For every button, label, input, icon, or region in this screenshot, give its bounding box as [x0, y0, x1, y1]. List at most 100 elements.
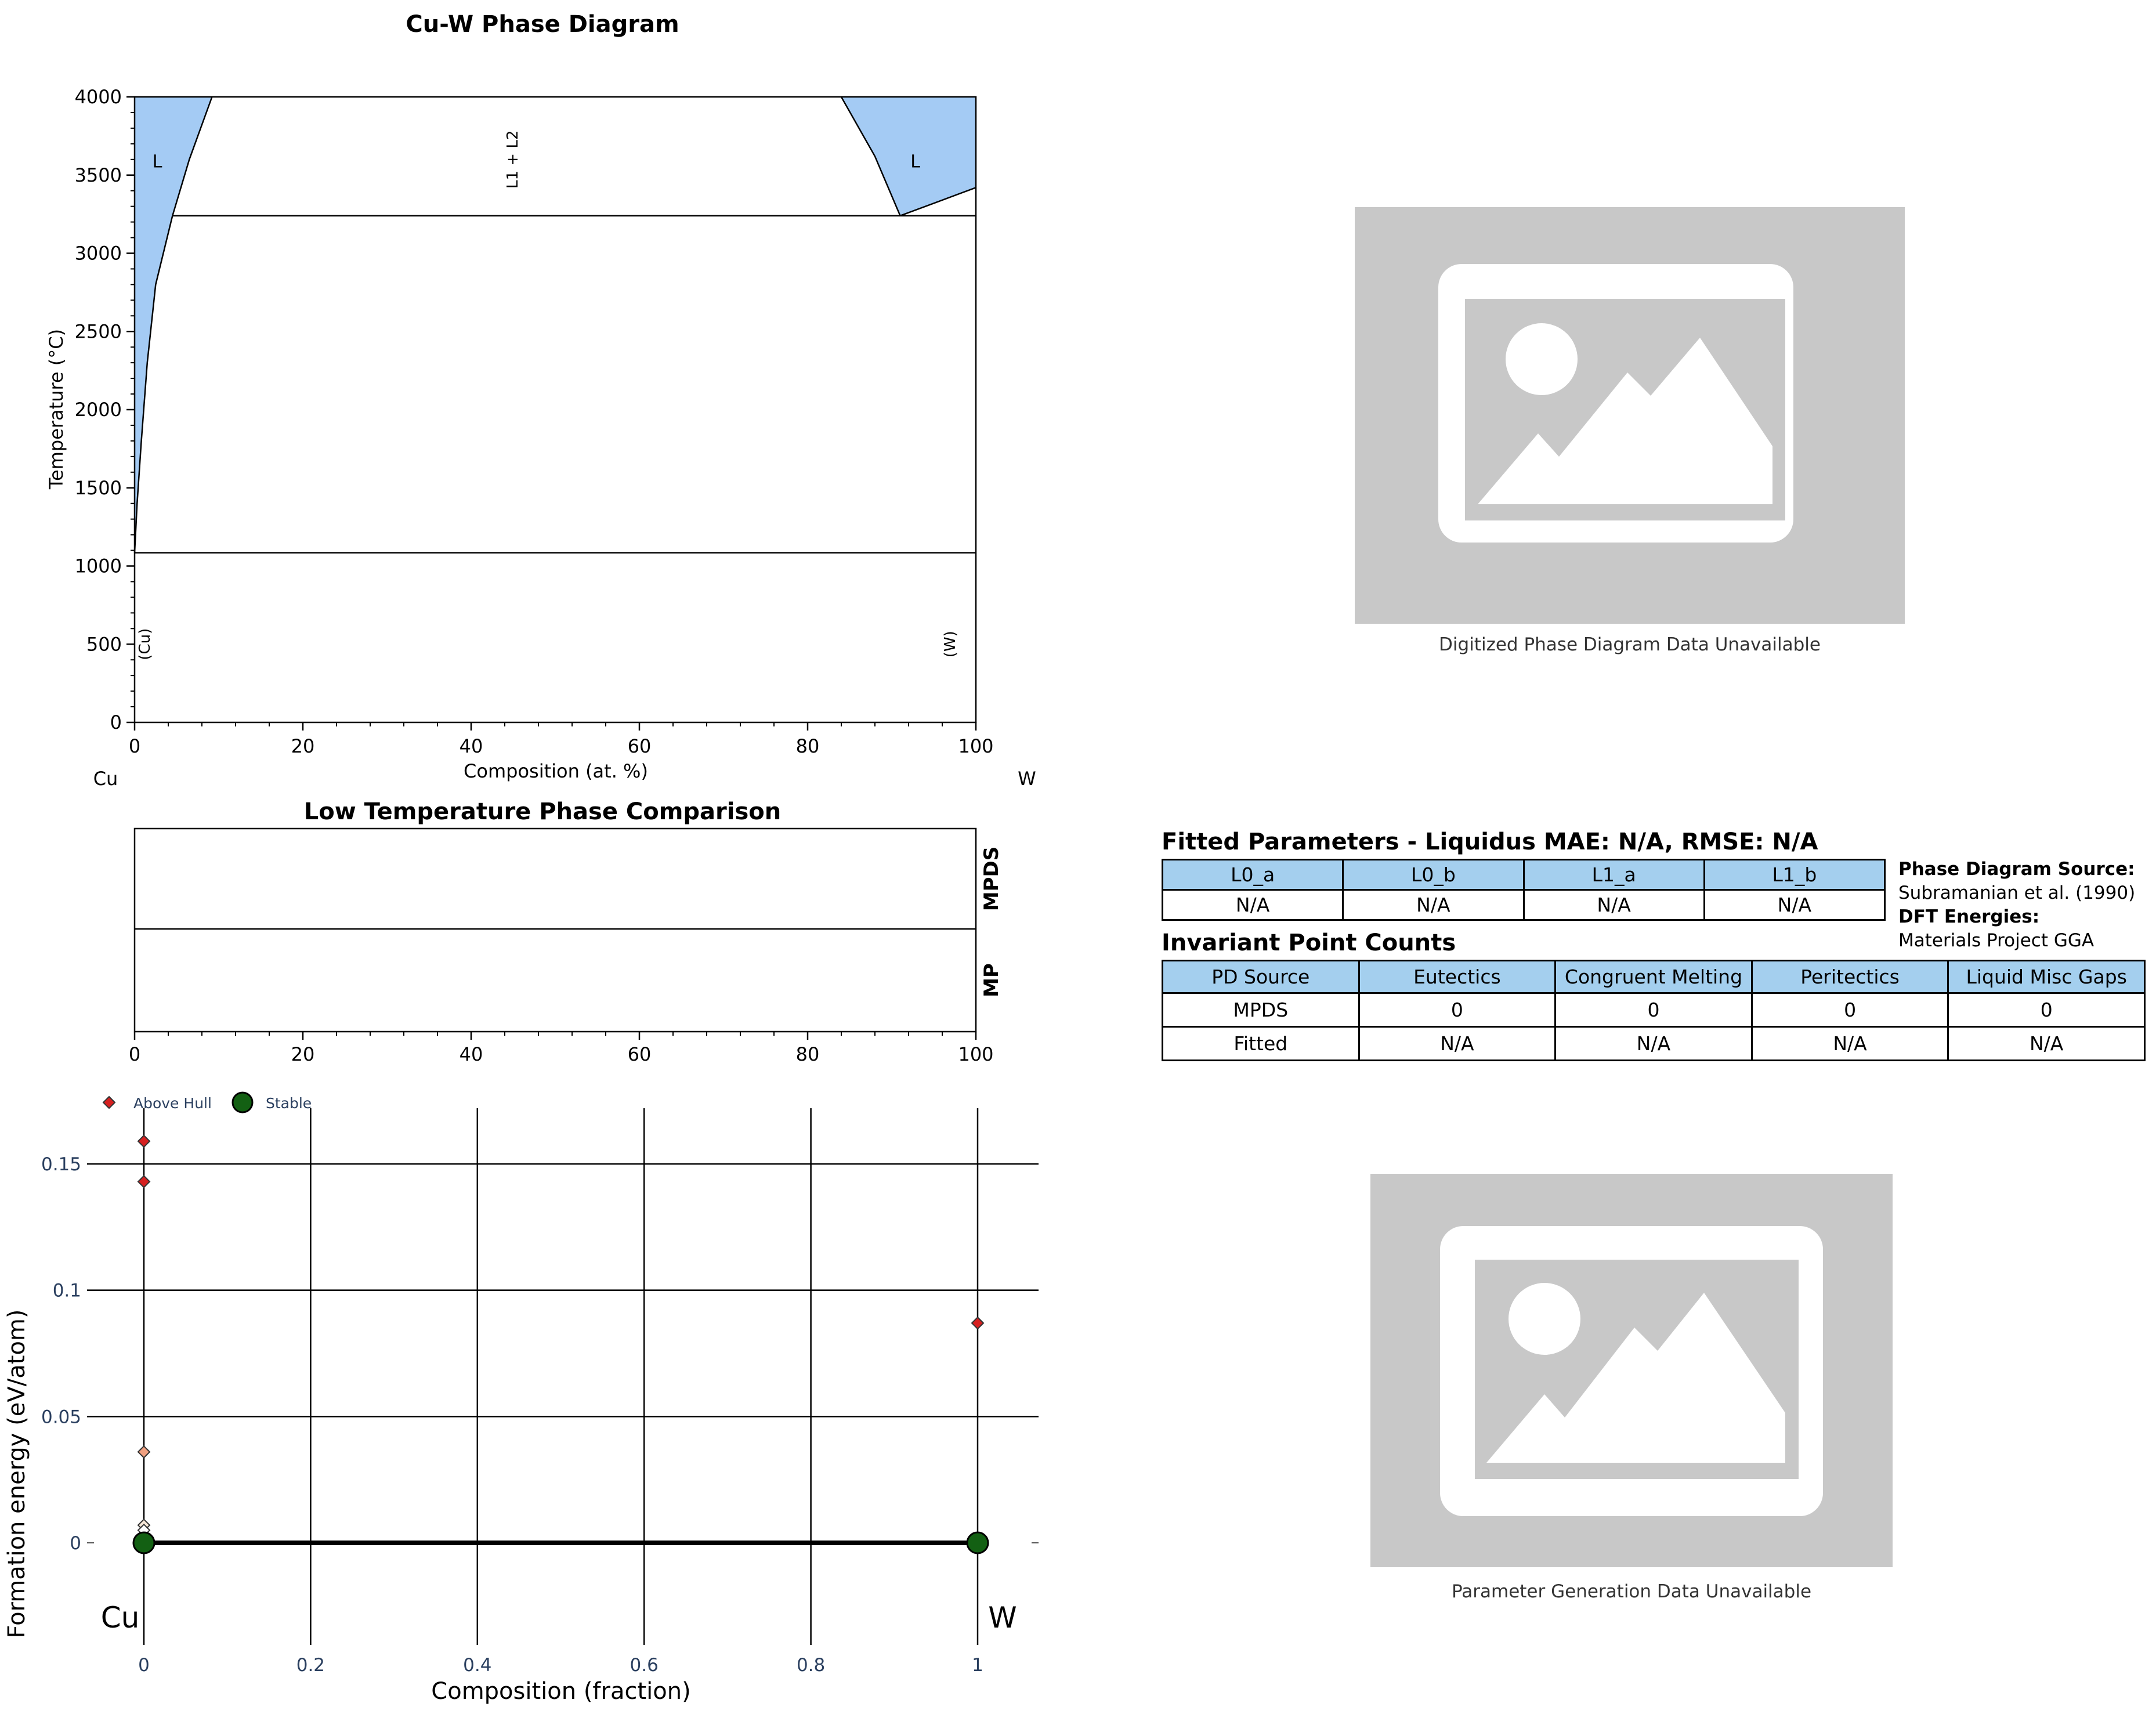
- formation-energy-ylabel: Formation energy (eV/atom): [3, 1310, 30, 1639]
- miscibility-curve-right: [840, 96, 901, 216]
- fitted-header-cell: L1_b: [1703, 859, 1886, 891]
- low-temp-title: Low Temperature Phase Comparison: [304, 798, 781, 825]
- image-placeholder-icon-2: [1440, 1226, 1823, 1516]
- invariant-header-cell: Liquid Misc Gaps: [1947, 960, 2146, 994]
- x-tick-label: 100: [958, 1043, 993, 1065]
- invariant-header-cell: Peritectics: [1750, 960, 1949, 994]
- legend-stable-marker: [231, 1091, 254, 1113]
- invariant-cell: N/A: [1947, 1026, 2146, 1061]
- fitted-parameters-table: L0_a L0_b L1_a L1_b N/A N/A N/A N/A: [1161, 859, 1886, 921]
- x-tick-label: 40: [460, 735, 483, 757]
- comparison-row-label: MP: [980, 963, 1003, 997]
- fitted-value-cell: N/A: [1522, 889, 1705, 921]
- x-tick-label: 0: [138, 1655, 150, 1676]
- x-tick-label: 100: [958, 735, 993, 757]
- phase-diagram-image-placeholder: [1355, 207, 1905, 624]
- fitted-header-cell: L0_a: [1161, 859, 1344, 891]
- invariant-cell: Fitted: [1162, 1026, 1360, 1061]
- invariant-cell: 0: [1750, 992, 1949, 1028]
- invariant-cell: N/A: [1554, 1026, 1753, 1061]
- x-tick-label: 80: [796, 735, 820, 757]
- miscibility-curve-left: [172, 96, 213, 216]
- legend-above-hull-label: Above Hull: [133, 1095, 212, 1112]
- invariant-header-cell: Eutectics: [1358, 960, 1557, 994]
- region-label: L: [153, 151, 162, 172]
- x-tick-label: 20: [291, 1043, 315, 1065]
- x-tick-label: 1: [972, 1655, 983, 1676]
- above-hull-point: [137, 1134, 151, 1148]
- x-tick-label: 60: [628, 735, 652, 757]
- phase-diagram-right-element: W: [1018, 768, 1036, 790]
- source-info: Phase Diagram Source: Subramanian et al.…: [1898, 858, 2135, 953]
- x-tick-label: 0: [129, 1043, 140, 1065]
- legend-above-hull-marker: [102, 1095, 116, 1109]
- invariant-cell: 0: [1947, 992, 2146, 1028]
- phase-diagram-placeholder-caption: Digitized Phase Diagram Data Unavailable: [1439, 634, 1821, 655]
- invariant-cell: N/A: [1358, 1026, 1557, 1061]
- invariant-counts-title: Invariant Point Counts: [1162, 930, 1456, 956]
- phase-diagram-title: Cu-W Phase Diagram: [406, 11, 679, 38]
- image-placeholder-icon: [1438, 264, 1793, 543]
- parameter-image-placeholder: [1370, 1174, 1893, 1567]
- region-label: (W): [942, 631, 959, 657]
- stable-point: [966, 1531, 989, 1554]
- invariant-cell: N/A: [1750, 1026, 1949, 1061]
- x-tick-label: 0: [129, 735, 140, 757]
- low-temp-comparison-chart: Low Temperature Phase Comparison MPDS MP 0…: [129, 798, 1003, 1065]
- fitted-value-cell: N/A: [1342, 889, 1525, 921]
- invariant-counts-table: PD Source Eutectics Congruent Melting Pe…: [1162, 960, 2146, 1061]
- x-tick-label: 80: [796, 1043, 820, 1065]
- liquid-region-right: [841, 97, 976, 216]
- phase-diagram-left-element: Cu: [93, 768, 118, 790]
- x-tick-label: 60: [628, 1043, 652, 1065]
- formation-energy-left-element: Cu: [101, 1601, 140, 1635]
- fitted-value-cell: N/A: [1703, 889, 1886, 921]
- pd-source-value: Subramanian et al. (1990): [1898, 883, 2136, 903]
- x-tick-label: 0.2: [296, 1655, 325, 1676]
- dft-source-value: Materials Project GGA: [1898, 930, 2094, 951]
- parameter-placeholder-caption: Parameter Generation Data Unavailable: [1451, 1581, 1812, 1602]
- formation-energy-xlabel: Composition (fraction): [431, 1678, 690, 1705]
- y-tick-label: 3000: [75, 243, 122, 265]
- phase-diagram-frame: [133, 96, 977, 724]
- fitted-header-cell: L1_a: [1522, 859, 1705, 891]
- liquid-region-left: [135, 97, 212, 553]
- fitted-parameters-title: Fitted Parameters - Liquidus MAE: N/A, R…: [1162, 829, 1818, 855]
- stable-point: [132, 1531, 155, 1554]
- legend-stable-label: Stable: [266, 1095, 312, 1112]
- formation-energy-chart: 0 0.2 0.4 0.6 0.8 1 0 0.05 0.1 0.15 Above Hull St…: [3, 1091, 1039, 1705]
- above-hull-point: [137, 1445, 151, 1459]
- invariant-cell: 0: [1554, 992, 1753, 1028]
- y-tick-label: 2500: [75, 320, 122, 342]
- phase-diagram-ylabel: Temperature (°C): [45, 329, 67, 490]
- liquidus-curve-right: [900, 187, 976, 216]
- dft-source-label: DFT Energies:: [1898, 906, 2040, 927]
- y-tick-label: 500: [86, 633, 122, 655]
- above-hull-point: [137, 1175, 151, 1188]
- invariant-header-cell: PD Source: [1162, 960, 1360, 994]
- x-tick-label: 0.6: [630, 1655, 659, 1676]
- x-tick-label: 0.8: [797, 1655, 825, 1676]
- y-tick-label: 0.15: [41, 1154, 81, 1175]
- y-tick-label: 0: [110, 711, 122, 733]
- y-tick-label: 1000: [75, 555, 122, 577]
- x-tick-label: 0.4: [463, 1655, 491, 1676]
- x-tick-label: 40: [460, 1043, 483, 1065]
- y-tick-label: 0.1: [53, 1281, 81, 1301]
- fitted-value-cell: N/A: [1161, 889, 1344, 921]
- phase-diagram-xlabel: Composition (at. %): [464, 760, 648, 782]
- invariant-cell: 0: [1358, 992, 1557, 1028]
- formation-energy-right-element: W: [988, 1601, 1016, 1635]
- above-hull-point: [971, 1316, 985, 1330]
- y-tick-label: 0: [70, 1533, 81, 1554]
- y-tick-label: 4000: [75, 86, 122, 108]
- region-label: (Cu): [136, 628, 154, 660]
- x-tick-label: 20: [291, 735, 315, 757]
- y-tick-label: 3500: [75, 164, 122, 186]
- comparison-frame: [133, 827, 977, 1033]
- formation-energy-legend: Above Hull Stable: [102, 1091, 312, 1113]
- y-tick-label: 0.05: [41, 1406, 81, 1427]
- invariant-header-cell: Congruent Melting: [1554, 960, 1753, 994]
- comparison-row-label: MPDS: [980, 847, 1003, 911]
